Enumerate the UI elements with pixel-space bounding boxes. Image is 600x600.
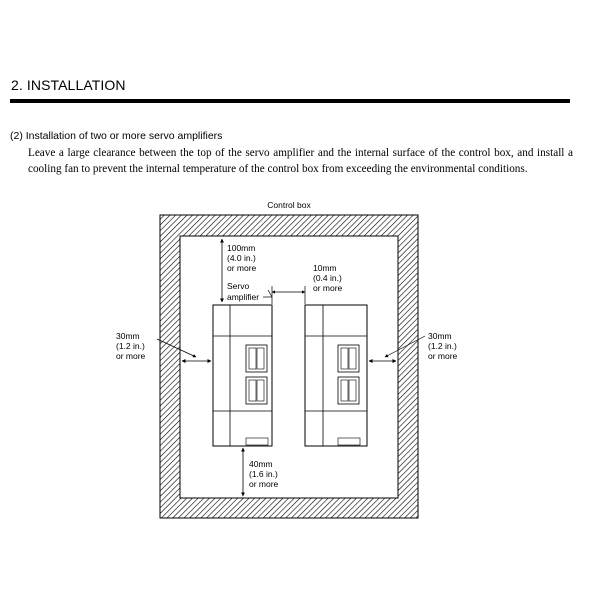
left-clearance-line-1: 30mm <box>116 331 140 341</box>
bottom-clearance-line-3: or more <box>249 479 279 489</box>
control-box-label: Control box <box>267 200 311 210</box>
section-heading: 2. INSTALLATION <box>11 77 126 93</box>
body-paragraph: Leave a large clearance between the top … <box>28 147 573 175</box>
servo-label-line-2: amplifier <box>227 292 259 302</box>
right-clearance-line-1: 30mm <box>428 331 452 341</box>
gap-clearance-dimension: 10mm (0.4 in.) or more <box>271 263 343 304</box>
right-clearance-dimension: 30mm (1.2 in.) or more <box>368 331 458 363</box>
gap-clearance-line-1: 10mm <box>313 263 337 273</box>
servo-label-line-1: Servo <box>227 281 249 291</box>
right-clearance-line-3: or more <box>428 351 458 361</box>
servo-amplifier-right <box>304 304 368 447</box>
gap-clearance-line-2: (0.4 in.) <box>313 273 342 283</box>
top-clearance-line-2: (4.0 in.) <box>227 253 256 263</box>
bottom-clearance-line-2: (1.6 in.) <box>249 469 278 479</box>
left-clearance-line-2: (1.2 in.) <box>116 341 145 351</box>
gap-clearance-line-3: or more <box>313 283 343 293</box>
left-clearance-line-3: or more <box>116 351 146 361</box>
control-box-walls <box>159 214 419 519</box>
right-clearance-line-2: (1.2 in.) <box>428 341 457 351</box>
servo-amplifier-left <box>212 304 273 447</box>
left-clearance-dimension: 30mm (1.2 in.) or more <box>116 331 212 363</box>
top-clearance-line-3: or more <box>227 263 257 273</box>
top-clearance-dimension: 100mm (4.0 in.) or more <box>220 238 257 303</box>
subsection-title: (2) Installation of two or more servo am… <box>10 130 223 142</box>
servo-amplifier-callout: Servo amplifier <box>227 281 273 302</box>
bottom-clearance-dimension: 40mm (1.6 in.) or more <box>241 447 279 497</box>
bottom-clearance-line-1: 40mm <box>249 459 273 469</box>
heading-rule <box>10 99 570 103</box>
top-clearance-line-1: 100mm <box>227 243 255 253</box>
